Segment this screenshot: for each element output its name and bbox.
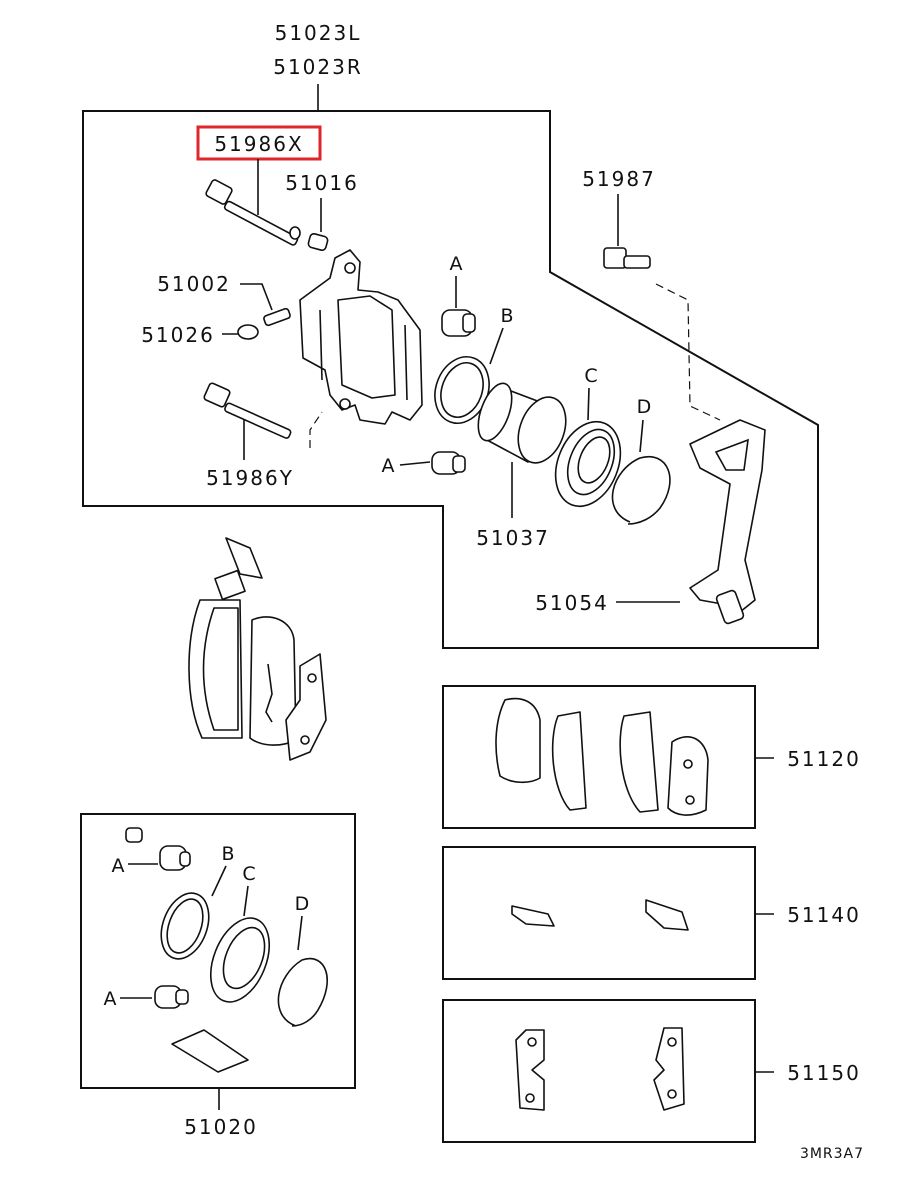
part-label-51986x[interactable]: 51986X [214, 132, 303, 156]
part-label-51150[interactable]: 51150 [787, 1061, 861, 1085]
assembly-label-right[interactable]: 51023R [273, 55, 363, 79]
leader-callout-b [489, 327, 504, 365]
callout-c-kit[interactable]: C [242, 863, 255, 885]
bleeder-cap[interactable] [237, 324, 259, 340]
caliper-support[interactable] [689, 419, 766, 625]
dust-boot-c[interactable] [544, 412, 633, 516]
part-label-51986y[interactable]: 51986Y [206, 466, 294, 490]
callout-b-kit[interactable]: B [221, 843, 234, 865]
part-label-51987[interactable]: 51987 [582, 167, 656, 191]
leader-d-kit [297, 915, 303, 951]
callout-a-lower[interactable]: A [382, 455, 395, 477]
kit-box-51020 [80, 813, 356, 1089]
leader-callout-c [587, 387, 590, 421]
assembly-label-left[interactable]: 51023L [275, 21, 362, 45]
assembly-dash-2 [655, 283, 721, 421]
bushing-51016[interactable] [307, 233, 329, 251]
callout-b[interactable]: B [500, 305, 513, 327]
callout-a-kit-lower[interactable]: A [104, 988, 117, 1010]
kit-box-51120 [442, 685, 756, 829]
part-label-51140[interactable]: 51140 [787, 903, 861, 927]
pads-kit-51120[interactable] [495, 697, 709, 816]
brake-pad-assembly-exploded[interactable] [188, 537, 327, 761]
guide-pin-upper[interactable] [205, 179, 301, 246]
leader-callout-a-lower [399, 461, 431, 466]
guide-pin-lower[interactable] [203, 382, 292, 439]
piston-seal-b[interactable] [426, 349, 498, 431]
caliper-assembly-outline [82, 110, 819, 649]
piston[interactable] [472, 379, 575, 469]
part-label-51026[interactable]: 51026 [141, 323, 215, 347]
clips-kit-51140[interactable] [511, 899, 689, 931]
part-label-51120[interactable]: 51120 [787, 747, 861, 771]
part-label-51037[interactable]: 51037 [476, 526, 550, 550]
callout-a-upper[interactable]: A [450, 253, 463, 275]
boot-a-lower[interactable] [431, 451, 466, 475]
leader-b-kit [211, 865, 227, 897]
kit-box-51140 [442, 846, 756, 980]
callout-c[interactable]: C [584, 365, 597, 387]
leader-callout-d [639, 419, 644, 453]
part-label-51020[interactable]: 51020 [184, 1115, 258, 1139]
part-label-51054[interactable]: 51054 [535, 591, 609, 615]
part-label-51016[interactable]: 51016 [285, 171, 359, 195]
callout-d[interactable]: D [637, 396, 652, 418]
boot-a-upper[interactable] [441, 309, 476, 337]
kit-box-51150 [442, 999, 756, 1143]
callout-d-kit[interactable]: D [295, 893, 310, 915]
shims-kit-51150[interactable] [515, 1027, 685, 1111]
callout-a-kit-upper[interactable]: A [112, 855, 125, 877]
part-label-51002[interactable]: 51002 [157, 272, 231, 296]
mounting-bolt[interactable] [603, 247, 651, 269]
seal-kit-51020[interactable] [125, 827, 328, 1073]
highlight-box [196, 125, 322, 161]
caliper-body[interactable] [299, 249, 423, 425]
drawing-code: 3MR3A7 [800, 1146, 864, 1162]
leader-51002 [240, 283, 273, 311]
leader-c-kit [243, 885, 249, 917]
assembly-dash-1 [309, 411, 323, 448]
retaining-ring-d[interactable] [611, 455, 671, 525]
bleeder-screw[interactable] [263, 307, 291, 327]
